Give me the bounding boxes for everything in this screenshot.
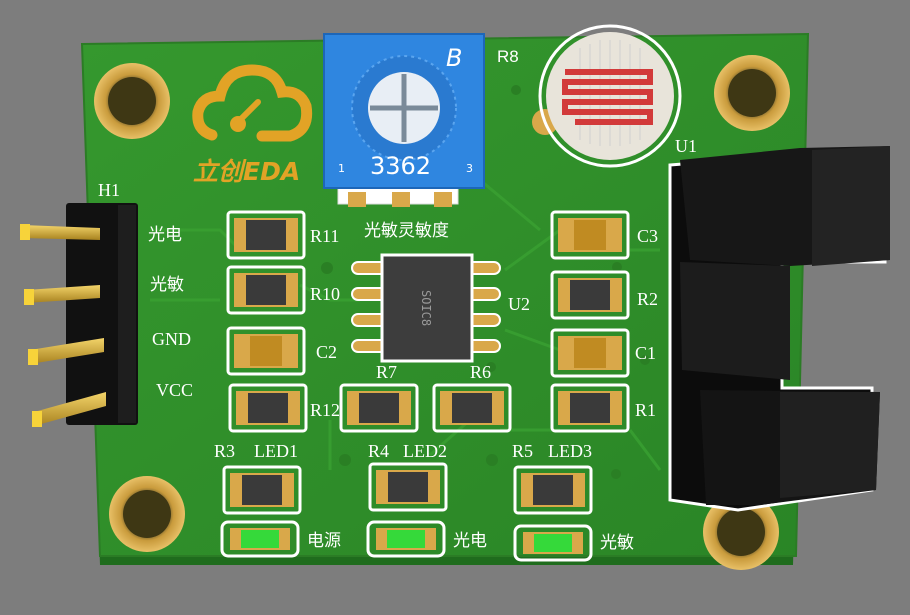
pot-pin3: 3 — [466, 162, 473, 175]
ref-R12: R12 — [310, 400, 340, 420]
header-pin-4-label: VCC — [156, 380, 193, 400]
ref-R11: R11 — [310, 226, 339, 246]
pot-pin1: 1 — [338, 162, 345, 175]
ic-U2[interactable]: SOIC8 — [351, 253, 501, 363]
led-LED3 — [513, 524, 593, 562]
potentiometer[interactable]: B 3362 1 3 — [323, 33, 485, 207]
resistor-R3 — [222, 465, 302, 515]
ref-R5: R5 — [512, 441, 533, 461]
header-pin-2-label: 光敏 — [150, 275, 184, 294]
ref-R6: R6 — [470, 362, 491, 382]
ref-R2: R2 — [637, 289, 658, 309]
resistor-R2 — [550, 270, 630, 320]
led3-caption: 光敏 — [600, 533, 634, 552]
pot-brand-mark: B — [446, 44, 462, 72]
ref-LED1: LED1 — [254, 441, 298, 461]
smd-footprints — [220, 210, 630, 562]
led2-caption: 光电 — [453, 531, 487, 550]
ref-U2: U2 — [508, 294, 530, 314]
ref-H1: H1 — [98, 180, 120, 200]
ref-R10: R10 — [310, 284, 340, 304]
resistor-R12 — [228, 383, 308, 433]
ref-R7: R7 — [376, 362, 397, 382]
ref-C3: C3 — [637, 226, 658, 246]
lceda-logo: 立创EDA — [192, 64, 313, 186]
photoresistor — [532, 24, 682, 168]
resistor-R4 — [368, 462, 448, 512]
header-pin-1-label: 光电 — [148, 225, 182, 244]
ic-package-label: SOIC8 — [419, 290, 433, 326]
led-LED1 — [220, 520, 300, 558]
ref-R3: R3 — [214, 441, 235, 461]
mounting-hole-bottom-right — [703, 494, 779, 570]
cloud-logo-icon — [192, 64, 313, 142]
led-LED2 — [366, 520, 446, 558]
ref-C1: C1 — [635, 343, 656, 363]
ref-LED2: LED2 — [403, 441, 447, 461]
ref-U1: U1 — [675, 136, 697, 156]
logo-text: 立创EDA — [193, 157, 300, 186]
resistor-R10 — [226, 265, 306, 315]
resistor-R7 — [339, 383, 419, 433]
capacitor-C2 — [226, 326, 306, 376]
header-pin-3-label: GND — [152, 329, 191, 349]
pot-code: 3362 — [370, 152, 431, 180]
optical-sensor-U1 — [668, 146, 890, 512]
ref-LED3: LED3 — [548, 441, 592, 461]
resistor-R11 — [226, 210, 306, 260]
ref-R8: R8 — [497, 47, 519, 66]
ref-R4: R4 — [368, 441, 389, 461]
resistor-R5 — [513, 465, 593, 515]
mounting-hole-top-right — [714, 55, 790, 131]
pot-caption: 光敏灵敏度 — [364, 221, 449, 240]
ref-C2: C2 — [316, 342, 337, 362]
pin-header[interactable] — [20, 203, 138, 427]
resistor-R1 — [550, 383, 630, 433]
ref-R1: R1 — [635, 400, 656, 420]
led1-caption: 电源 — [307, 531, 341, 550]
resistor-R6 — [432, 383, 512, 433]
mounting-hole-bottom-left — [109, 476, 185, 552]
capacitor-C1 — [550, 328, 630, 378]
mounting-hole-top-left — [94, 63, 170, 139]
capacitor-C3 — [550, 210, 630, 260]
